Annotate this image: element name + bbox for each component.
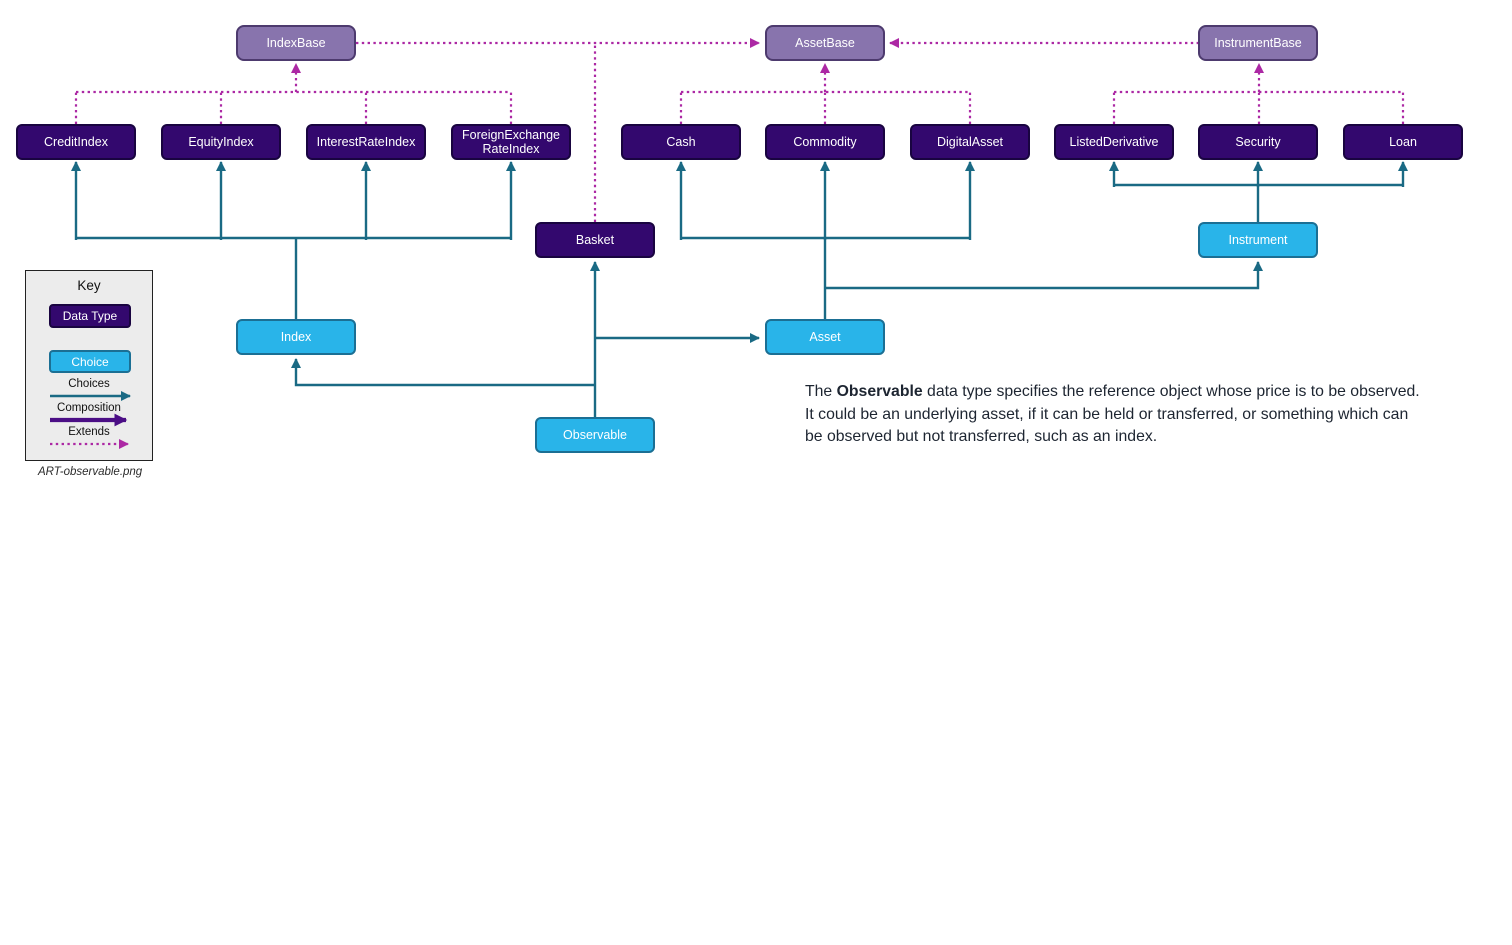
extends-arrows [74,38,1405,222]
node-equityindex: EquityIndex [161,124,281,160]
legend-choices-label: Choices [68,378,110,390]
node-foreignexchangerateindex: ForeignExchange RateIndex [451,124,571,160]
legend-data-type-swatch: Data Type [49,304,131,328]
observable-description: The Observable data type specifies the r… [805,381,1429,449]
legend-title: Key [77,278,101,293]
node-digitalasset: DigitalAsset [910,124,1030,160]
legend-extends-label: Extends [68,426,110,438]
legend-arrow-samples [50,391,131,449]
node-basket: Basket [535,222,655,258]
node-instrument: Instrument [1198,222,1318,258]
node-security: Security [1198,124,1318,160]
legend-composition-label: Composition [57,402,121,414]
description-prefix: The [805,383,837,400]
node-asset: Asset [765,319,885,355]
image-caption: ART-observable.png [38,466,143,478]
node-creditindex: CreditIndex [16,124,136,160]
node-instrumentbase: InstrumentBase [1198,25,1318,61]
node-cash: Cash [621,124,741,160]
choices-arrows [71,161,1408,417]
node-interestrateindex: InterestRateIndex [306,124,426,160]
legend: Key Data Type Choice Choices Composition… [25,270,153,461]
description-term: Observable [836,383,923,400]
node-label-line1: ForeignExchange [462,127,560,142]
node-label-line2: RateIndex [482,142,540,156]
legend-choice-swatch: Choice [49,350,131,373]
description-body: data type specifies the reference object… [805,383,1420,446]
node-observable: Observable [535,417,655,453]
node-indexbase: IndexBase [236,25,356,61]
node-listedderivative: ListedDerivative [1054,124,1174,160]
node-commodity: Commodity [765,124,885,160]
node-loan: Loan [1343,124,1463,160]
node-index: Index [236,319,356,355]
node-assetbase: AssetBase [765,25,885,61]
